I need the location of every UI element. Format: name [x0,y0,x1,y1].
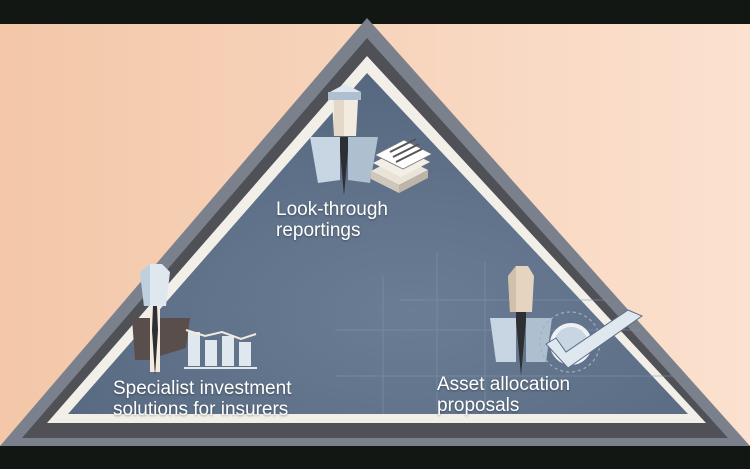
label-line-2: solutions for insurers [113,399,289,420]
businessman-icon [490,266,552,376]
bar-chart-icon [184,329,257,369]
checkmark-target-icon [539,309,644,373]
label-line-1: Specialist investment [113,378,292,399]
letterbox-bottom [0,446,750,469]
label-asset-allocation-proposals: Asset allocation proposals [437,374,571,416]
businessman-icon [132,264,190,376]
background-grid [335,252,675,414]
label-look-through-reportings: Look-through reportings [276,199,388,241]
letterbox-top [0,0,750,24]
businessman-with-hat-icon [310,84,378,196]
stack-of-reports-icon [371,138,433,193]
